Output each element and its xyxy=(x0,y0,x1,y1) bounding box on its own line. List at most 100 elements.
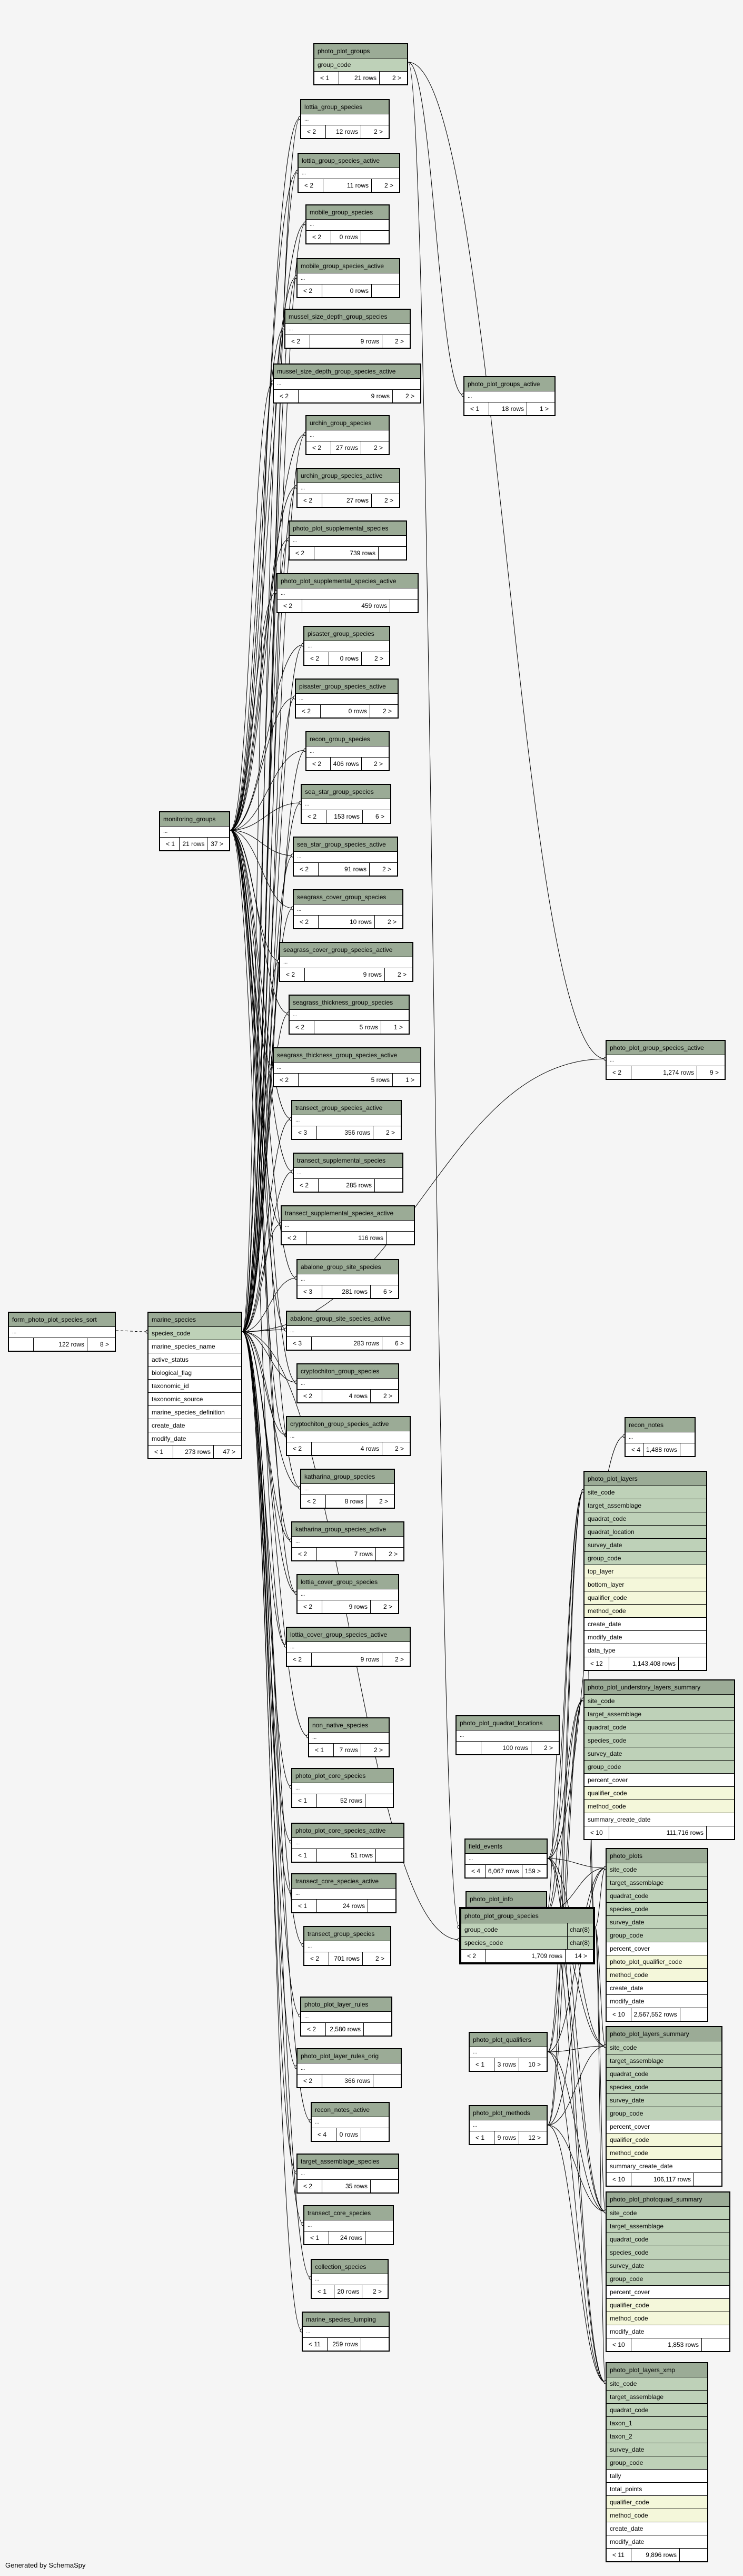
parents-count: < 2 xyxy=(304,125,326,138)
column-ellipsis: ... xyxy=(470,2120,547,2131)
column-row: percent_cover xyxy=(585,1774,734,1787)
column-name: site_code xyxy=(610,2209,637,2217)
column-name: total_points xyxy=(610,2485,642,2493)
column-row: active_status xyxy=(148,1353,241,1366)
table-transect-supplemental-species-active[interactable]: transect_supplemental_species_active...<… xyxy=(281,1205,415,1245)
edge-monitoring-groups-to-transect-group-species-active xyxy=(230,830,292,1119)
column-row: percent_cover xyxy=(607,2120,721,2133)
column-name: quadrat_code xyxy=(588,1515,627,1522)
table-name: photo_plot_layer_rules_orig xyxy=(298,2049,401,2063)
column-name: ... xyxy=(297,907,302,912)
column-row: quadrat_code xyxy=(607,2404,707,2417)
column-name: ... xyxy=(293,538,298,544)
column-name: survey_date xyxy=(610,2446,645,2453)
column-row: summary_create_date xyxy=(607,2160,721,2173)
children-count xyxy=(694,2173,718,2186)
row-count: 8 rows xyxy=(326,1495,366,1508)
table-name: lottia_group_species_active xyxy=(299,154,399,168)
table-name: photo_plot_group_species_active xyxy=(607,1041,725,1055)
column-name: ... xyxy=(308,2223,312,2228)
parents-count: < 2 xyxy=(277,1074,299,1086)
parents-count: < 10 xyxy=(610,2338,631,2351)
column-ellipsis: ... xyxy=(290,1010,409,1021)
column-row: target_assemblage xyxy=(607,1876,707,1890)
table-mussel-size-depth-group-species-active[interactable]: mussel_size_depth_group_species_active..… xyxy=(273,363,421,404)
column-row: site_code xyxy=(607,2377,707,2391)
column-name: taxon_2 xyxy=(610,2433,632,2440)
children-count: 2 > xyxy=(384,497,393,504)
column-row: species_code xyxy=(607,2246,729,2259)
table-photo-plot-supplemental-species-active[interactable]: photo_plot_supplemental_species_active..… xyxy=(276,573,419,613)
table-seagrass-thickness-group-species-active[interactable]: seagrass_thickness_group_species_active.… xyxy=(273,1047,421,1087)
edge-photo-plot-info-to-photo-plot-layers-xmp xyxy=(547,1911,606,2383)
row-count: 35 rows xyxy=(322,2180,371,2192)
table-name: cryptochiton_group_species_active xyxy=(287,1417,410,1431)
children-count: 2 > xyxy=(373,444,383,451)
column-ellipsis: ... xyxy=(306,220,389,231)
row-count: 18 rows xyxy=(489,402,527,415)
table-name: mussel_size_depth_group_species_active xyxy=(274,365,420,379)
column-name: ... xyxy=(295,1539,300,1545)
row-count: 1,143,408 rows xyxy=(609,1657,679,1670)
table-seagrass-cover-group-species-active[interactable]: seagrass_cover_group_species_active...< … xyxy=(279,942,413,982)
